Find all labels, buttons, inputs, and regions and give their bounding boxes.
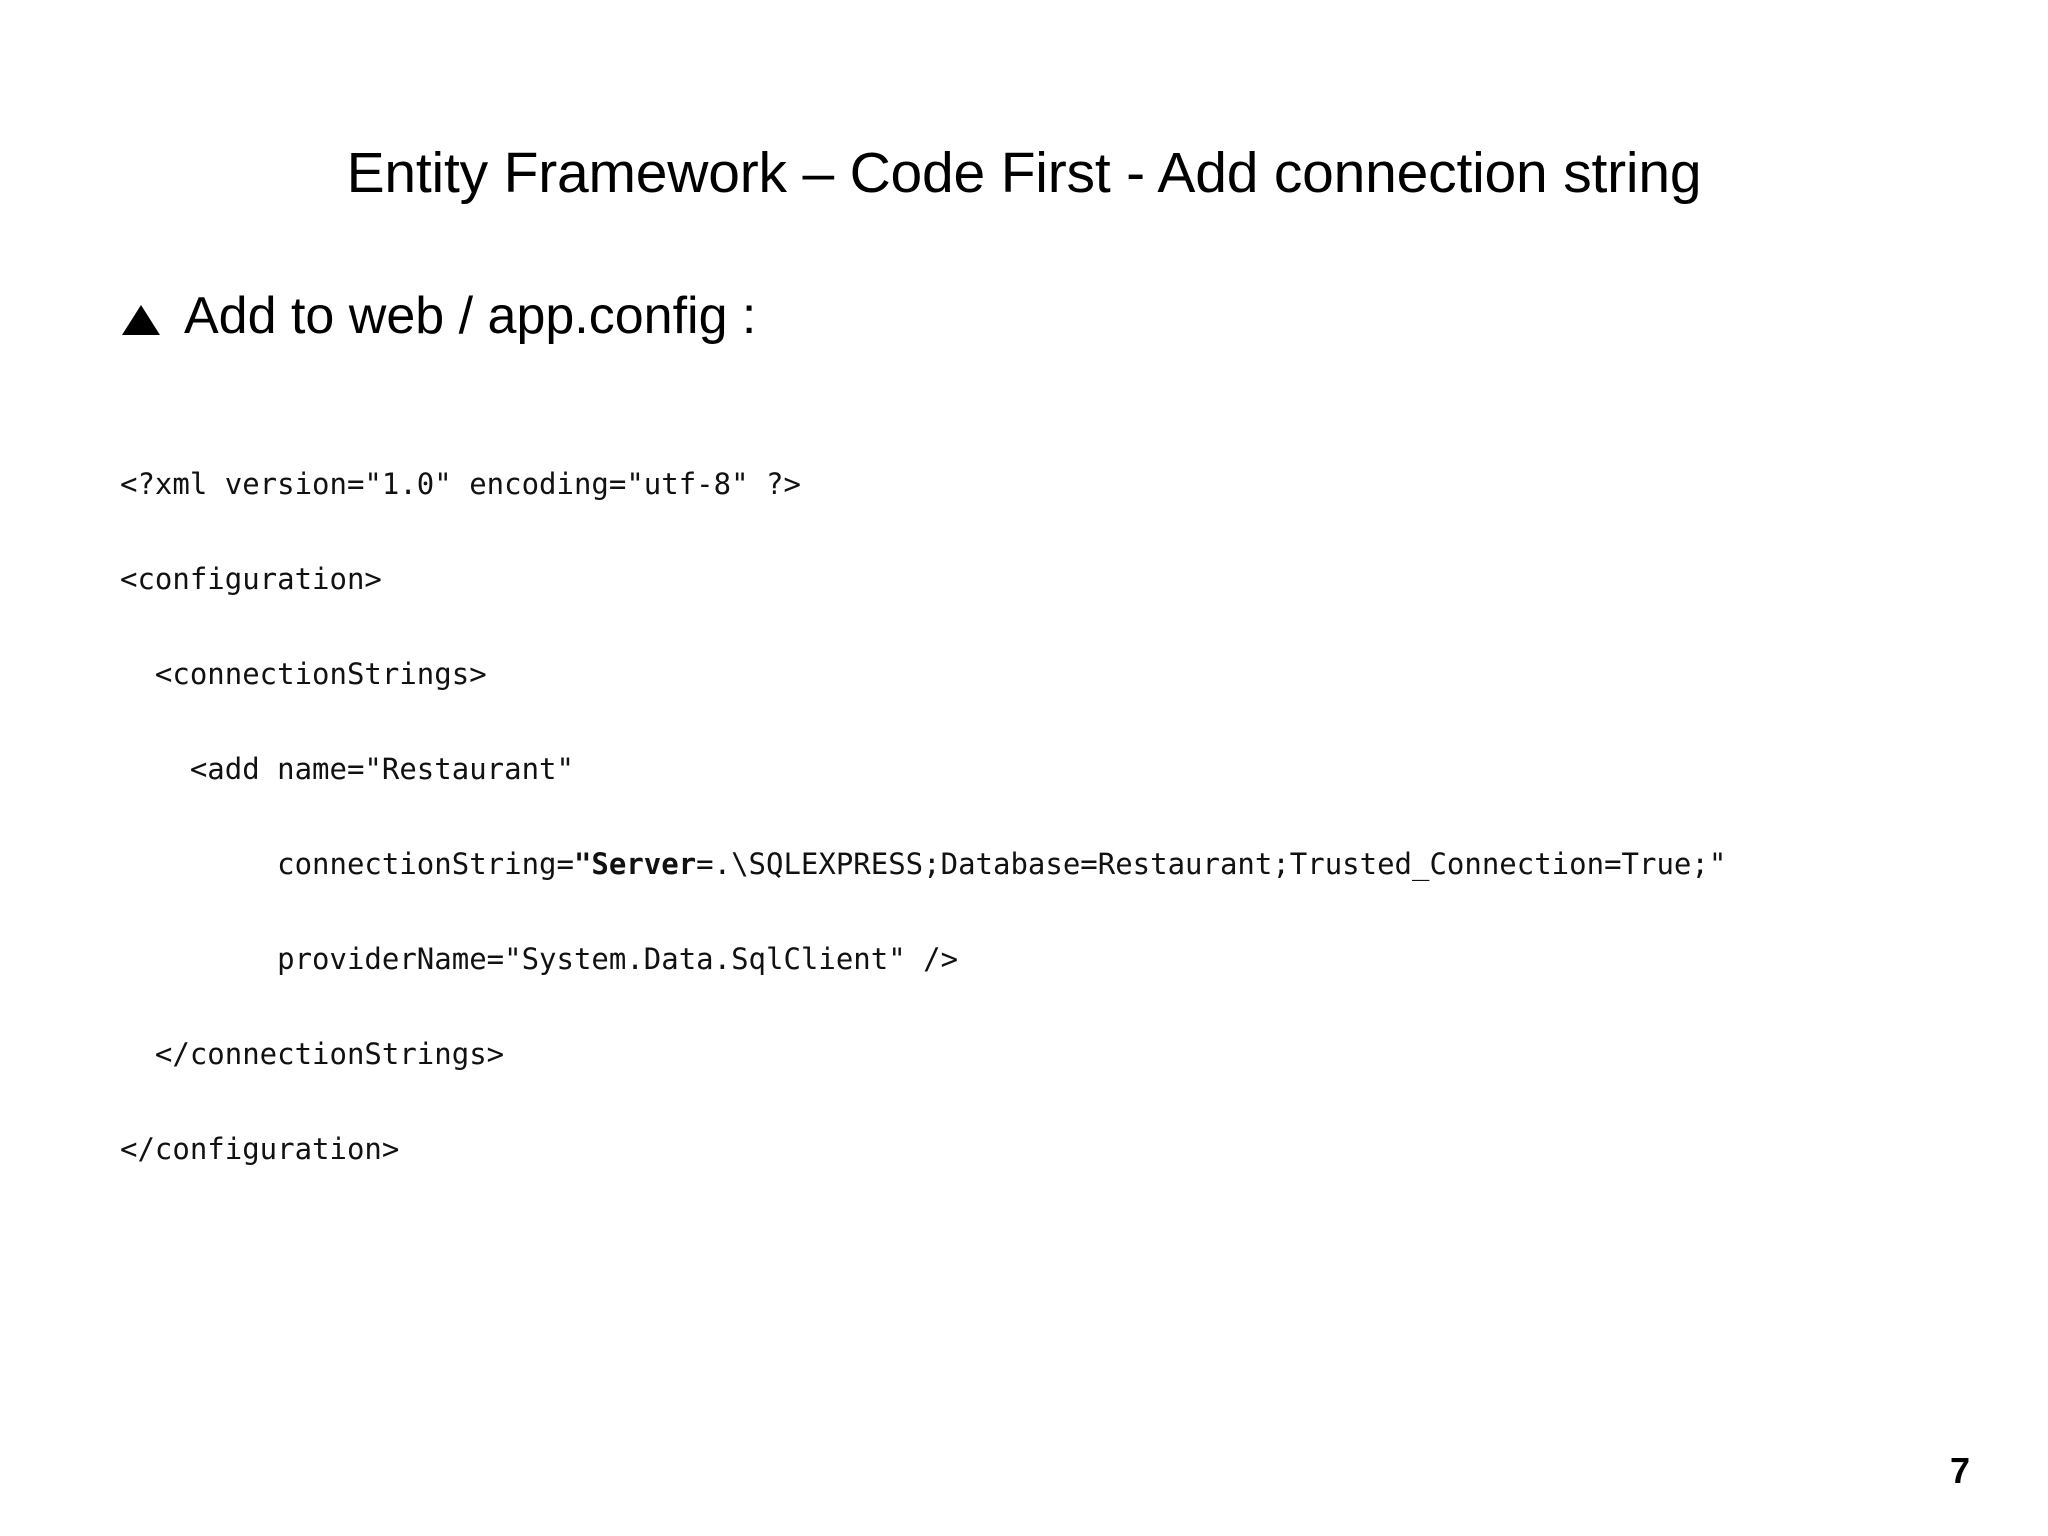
- code-token: </configuration>: [120, 1132, 400, 1166]
- code-token: <configuration>: [120, 562, 382, 596]
- code-token: <connectionStrings>: [120, 657, 487, 691]
- code-line: <add name="Restaurant": [120, 746, 1726, 792]
- bullet-item: Add to web / app.config :: [122, 287, 757, 345]
- code-line: connectionString="Server=.\SQLEXPRESS;Da…: [120, 841, 1726, 887]
- solid-triangle-bullet-icon: [122, 304, 160, 335]
- code-line: </configuration>: [120, 1126, 1726, 1172]
- code-token: <?xml version="1.0" encoding="utf-8" ?>: [120, 467, 801, 501]
- xml-code-block: <?xml version="1.0" encoding="utf-8" ?> …: [120, 461, 1726, 1172]
- code-token: =.\SQLEXPRESS;Database=Restaurant;Truste…: [696, 847, 1727, 881]
- code-token: providerName="System.Data.SqlClient" />: [120, 942, 959, 976]
- code-token-bold: "Server: [573, 847, 697, 881]
- code-line: providerName="System.Data.SqlClient" />: [120, 936, 1726, 982]
- code-token: connectionString=: [120, 847, 574, 881]
- code-line: <configuration>: [120, 556, 1726, 602]
- code-line: <?xml version="1.0" encoding="utf-8" ?>: [120, 461, 1726, 507]
- code-content: <?xml version="1.0" encoding="utf-8" ?> …: [120, 461, 1726, 1172]
- code-line: </connectionStrings>: [120, 1031, 1726, 1077]
- code-token: <add name="Restaurant": [120, 752, 574, 786]
- code-line: <connectionStrings>: [120, 651, 1726, 697]
- bullet-item-label: Add to web / app.config :: [184, 287, 757, 345]
- page-number: 7: [1949, 1450, 1970, 1491]
- code-token: </connectionStrings>: [120, 1037, 505, 1071]
- page-title: Entity Framework – Code First - Add conn…: [346, 141, 1702, 206]
